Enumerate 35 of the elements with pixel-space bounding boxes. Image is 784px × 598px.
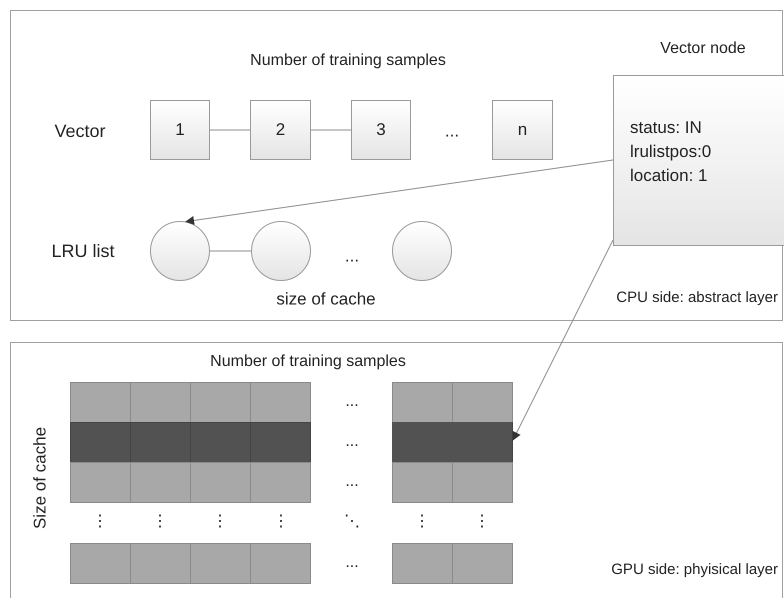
text-label: ⋮ [92, 514, 108, 530]
text-label: ⋮ [212, 514, 228, 530]
text-label: ⋮ [152, 514, 168, 530]
text-label: LRU list [52, 242, 114, 260]
sample-box: 1 [150, 100, 210, 160]
sample-box: 3 [351, 100, 411, 160]
text-label: ⋮ [273, 514, 289, 530]
panel-title: CPU side: abstract layer [616, 289, 778, 306]
field-text: lrulistpos:0 [630, 141, 712, 163]
sample-box: n [492, 100, 553, 160]
field-text: location: 1 [630, 165, 708, 187]
text-label: size of cache [276, 290, 376, 308]
text-label: ⋱ [344, 514, 360, 530]
panel-title: GPU side: phyisical layer [611, 561, 778, 578]
text-label: ... [345, 394, 359, 410]
layer-panel [10, 10, 783, 321]
layer-panel [10, 342, 783, 598]
axis-label: Size of cache [32, 426, 48, 530]
arrow [512, 240, 614, 441]
sample-box: 2 [250, 100, 311, 160]
cache-row-bar [392, 422, 513, 462]
text-label: Vector [54, 122, 106, 140]
text-label: ... [345, 474, 359, 490]
text-label: ⋮ [414, 514, 430, 530]
text-label: ⋮ [474, 514, 490, 530]
node-heading: Vector node [659, 40, 747, 58]
text-label: Number of training samples [250, 53, 446, 69]
text-label: ... [444, 122, 460, 140]
text-label: Number of training samples [210, 354, 406, 370]
arrow [185, 159, 614, 225]
field-text: status: IN [630, 117, 702, 139]
text-label: ... [344, 248, 360, 264]
text-label: ... [345, 555, 359, 571]
text-label: ... [345, 434, 359, 450]
connector-line [210, 250, 252, 252]
